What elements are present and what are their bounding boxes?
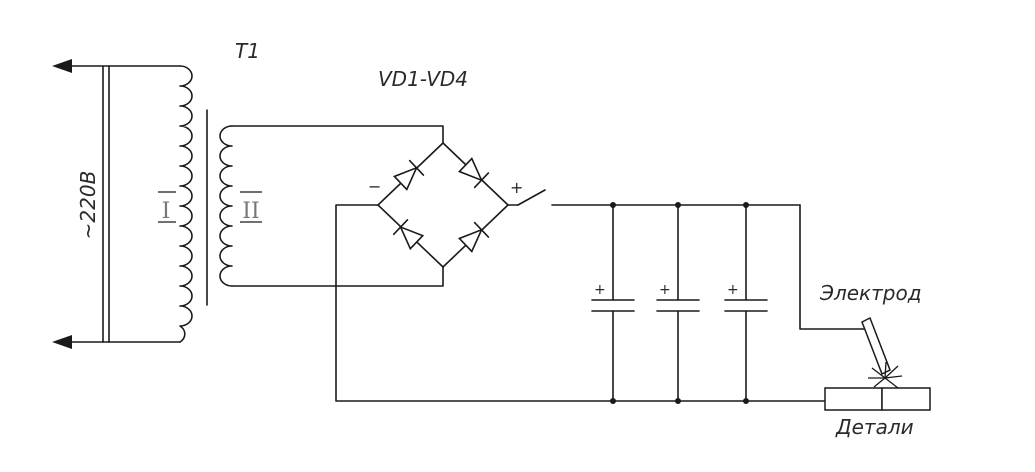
junction-dot	[610, 202, 616, 208]
bridge-minus-label: −	[368, 177, 381, 196]
mains-arrow-bottom-icon	[52, 335, 72, 349]
workpiece-parts	[824, 387, 931, 411]
diode-bridge	[377, 142, 509, 268]
bridge-plus-label: +	[510, 178, 523, 197]
transformer-label: T1	[235, 39, 260, 63]
primary-winding	[179, 65, 193, 343]
mains-arrow-top-icon	[52, 59, 72, 73]
transformer-t1	[179, 65, 233, 343]
junction-dot	[743, 202, 749, 208]
diode-vd3	[392, 218, 425, 251]
capacitor-1-plus: +	[594, 282, 606, 298]
capacitor-3	[724, 204, 768, 402]
mains-input	[52, 59, 181, 349]
electrode-icon	[861, 316, 891, 376]
junction-dot	[743, 398, 749, 404]
primary-winding-label: I	[162, 199, 171, 224]
capacitor-2	[656, 204, 700, 402]
capacitor-2-plus: +	[659, 282, 671, 298]
parts-label: Детали	[835, 415, 914, 439]
junction-dot	[675, 398, 681, 404]
junction-dot	[675, 202, 681, 208]
secondary-winding	[219, 125, 233, 287]
spark-icon	[868, 361, 903, 389]
diode-vd1	[392, 159, 425, 191]
capacitor-bank	[591, 204, 768, 402]
bridge-label: VD1-VD4	[378, 67, 468, 91]
secondary-winding-label: II	[242, 199, 259, 224]
diode-vd4	[457, 221, 490, 253]
voltage-label: ~220B	[76, 171, 100, 240]
diode-vd2	[457, 157, 490, 189]
switch	[507, 189, 801, 206]
capacitor-1	[591, 204, 635, 402]
electrode-label: Электрод	[819, 281, 922, 305]
capacitor-3-plus: +	[727, 282, 739, 298]
junction-dot	[610, 398, 616, 404]
